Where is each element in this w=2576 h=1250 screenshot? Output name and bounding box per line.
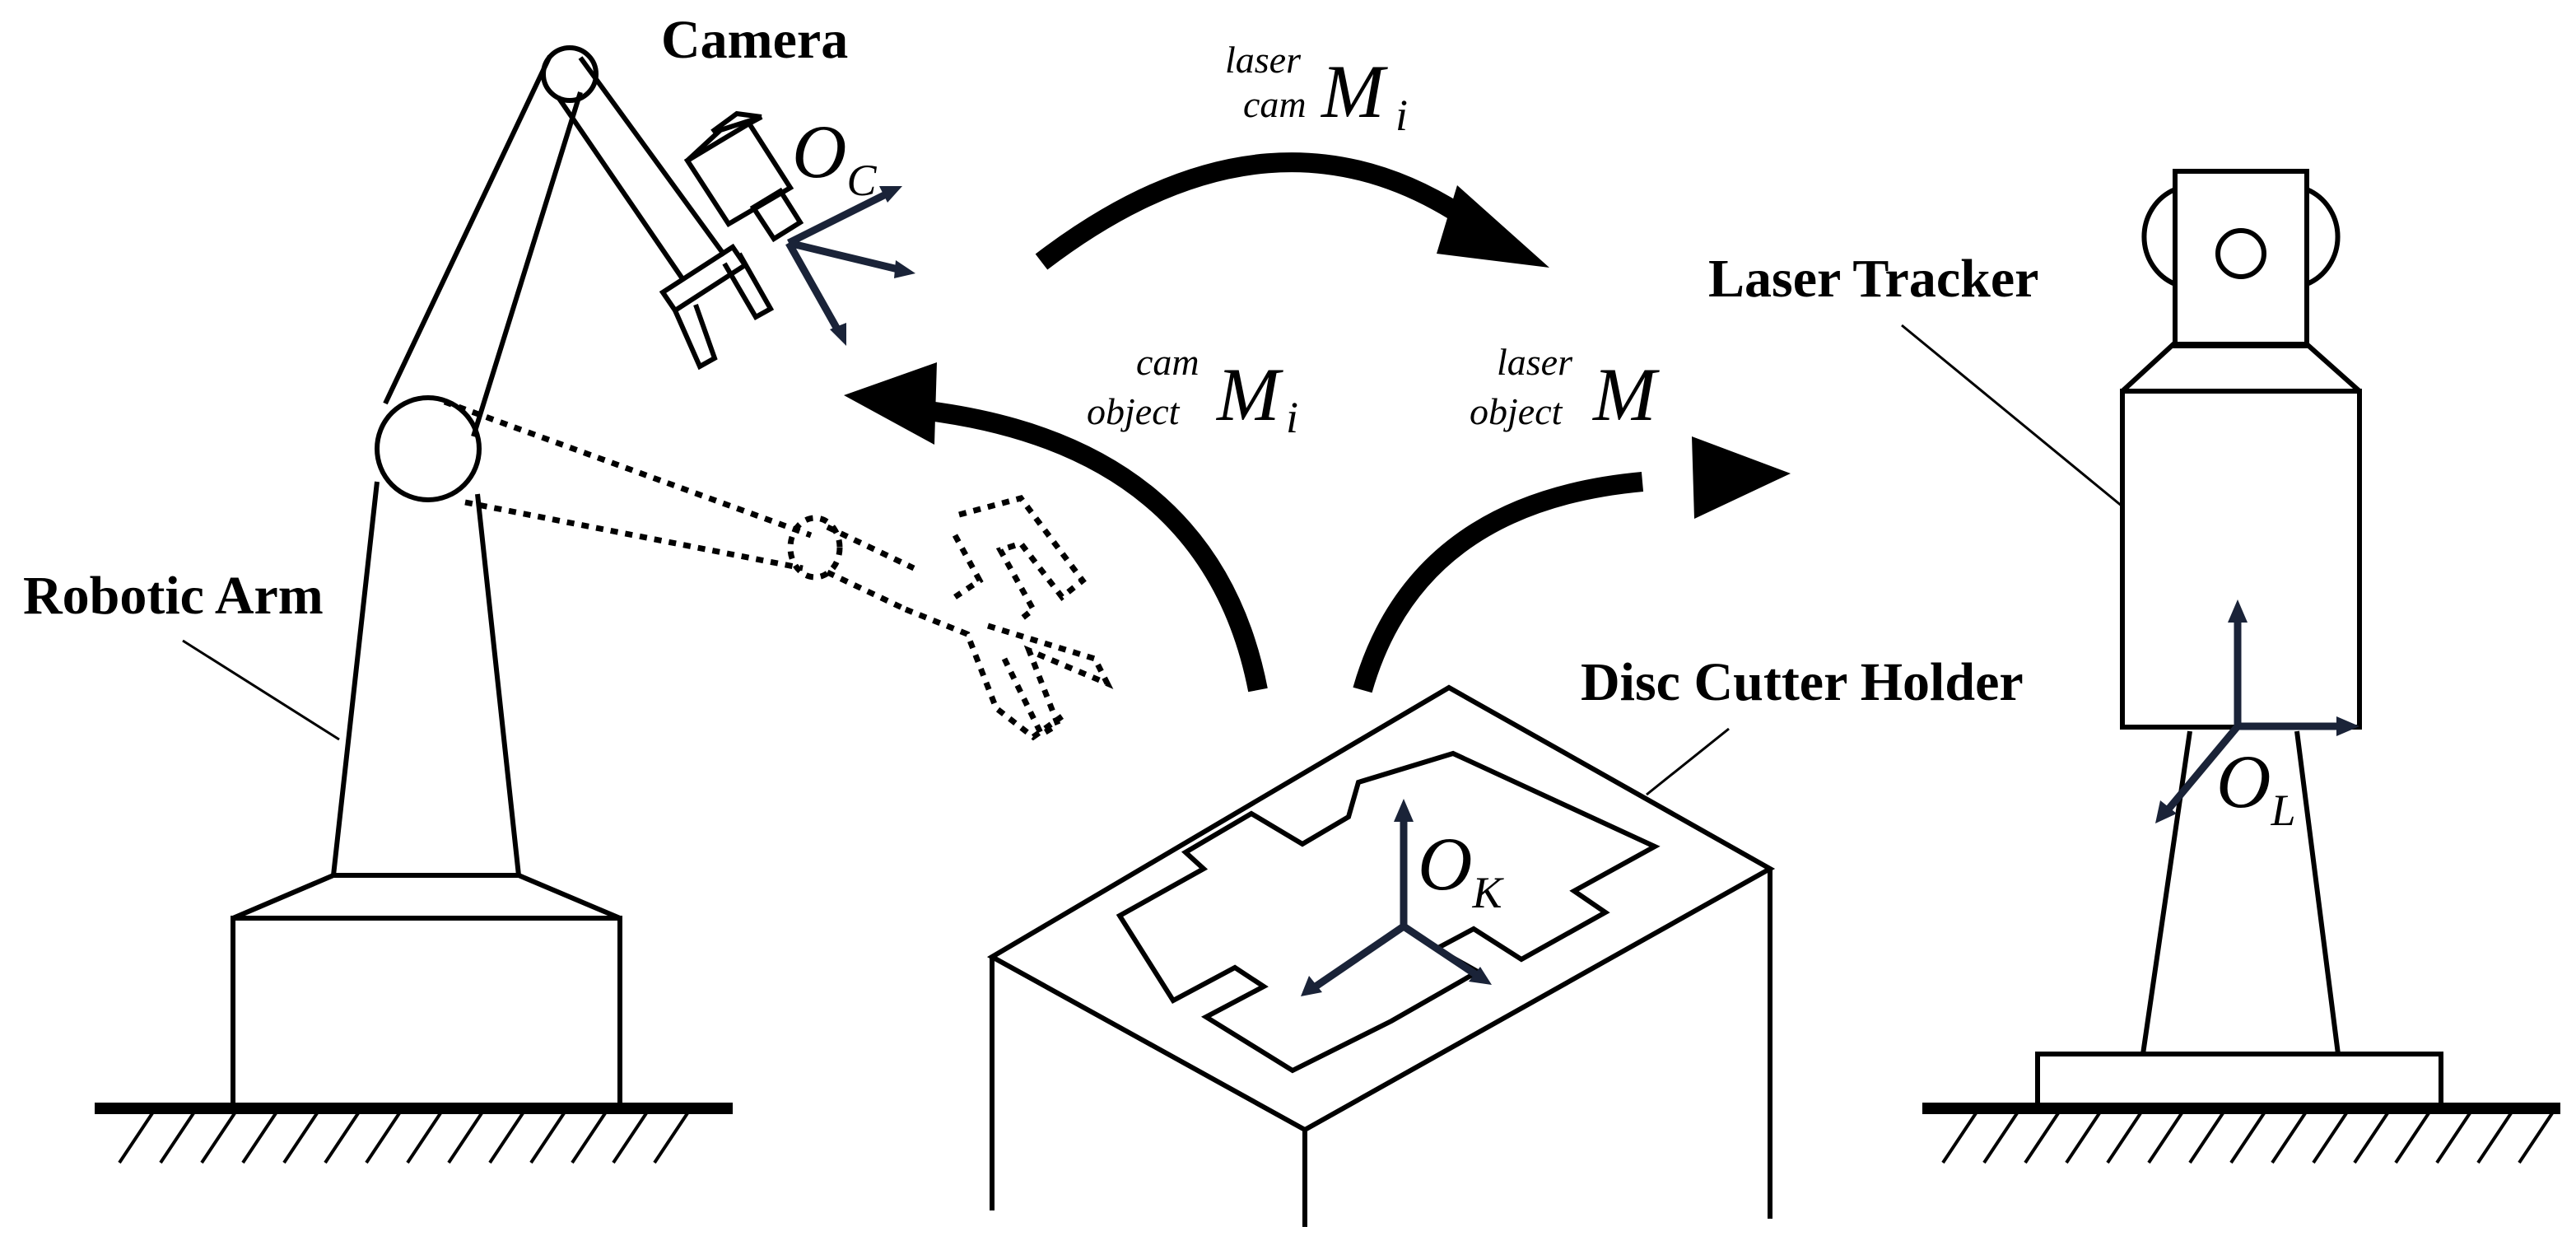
robotic-arm-label: Robotic Arm [23, 566, 324, 626]
transform-laser-object-label: laser object M [1470, 341, 1660, 436]
svg-text:i: i [1395, 91, 1408, 140]
holder-leader [1646, 727, 1730, 796]
tracker-leader [1901, 324, 2123, 508]
svg-text:M: M [1215, 352, 1283, 436]
arrow-laser-cam [1035, 152, 1549, 270]
tracker-ground-hatch [1941, 1112, 2554, 1164]
tracker-pedestal [2140, 730, 2341, 1055]
camera-label: Camera [661, 10, 848, 70]
tracker-shoulder [2120, 342, 2361, 394]
arm-base [231, 916, 622, 1108]
robotic-arm-leader [182, 639, 340, 741]
arm-top-joint [541, 45, 599, 103]
arm-upper-link [383, 54, 583, 437]
arm-elbow-joint [375, 395, 482, 502]
tracker-lens [2215, 228, 2266, 279]
camera-frame-label: OC [792, 110, 877, 205]
tracker-ear-left [2141, 187, 2177, 287]
svg-text:cam: cam [1136, 341, 1199, 383]
arrow-laser-object [1353, 436, 1791, 693]
svg-text:cam: cam [1243, 83, 1307, 125]
disc-cutter-holder-label: Disc Cutter Holder [1581, 652, 2024, 712]
transform-cam-object-label: cam object M i [1087, 341, 1298, 442]
holder-frame-label: OK [1418, 822, 1504, 917]
svg-text:laser: laser [1497, 341, 1573, 383]
laser-tracker-label: Laser Tracker [1708, 249, 2038, 309]
transform-laser-cam-label: laser cam M i [1225, 39, 1408, 140]
arm-forearm [556, 56, 727, 282]
arm-ghost-position [443, 399, 1114, 741]
holder-frame-axes [1301, 799, 1492, 996]
tracker-base [2035, 1052, 2443, 1108]
arm-lower-link [331, 481, 521, 876]
arm-base-chamfer [231, 873, 622, 921]
svg-text:object: object [1087, 390, 1181, 432]
svg-text:object: object [1470, 390, 1563, 432]
svg-text:M: M [1320, 49, 1388, 133]
tracker-frame-axes [2155, 599, 2359, 823]
arm-gripper [659, 243, 775, 371]
svg-text:laser: laser [1225, 39, 1302, 81]
camera-body [683, 110, 804, 243]
arrow-cam-object [844, 362, 1268, 693]
disc-cutter-holder [986, 684, 1776, 1227]
svg-text:i: i [1286, 393, 1298, 442]
arm-ground-hatch [118, 1112, 689, 1164]
tracker-ear-right [2305, 187, 2341, 287]
tracker-frame-label: OL [2216, 739, 2296, 835]
svg-text:M: M [1591, 352, 1660, 436]
robotic-arm [95, 45, 775, 1164]
tracker-head [2173, 169, 2309, 348]
camera-frame-axes [785, 186, 915, 346]
